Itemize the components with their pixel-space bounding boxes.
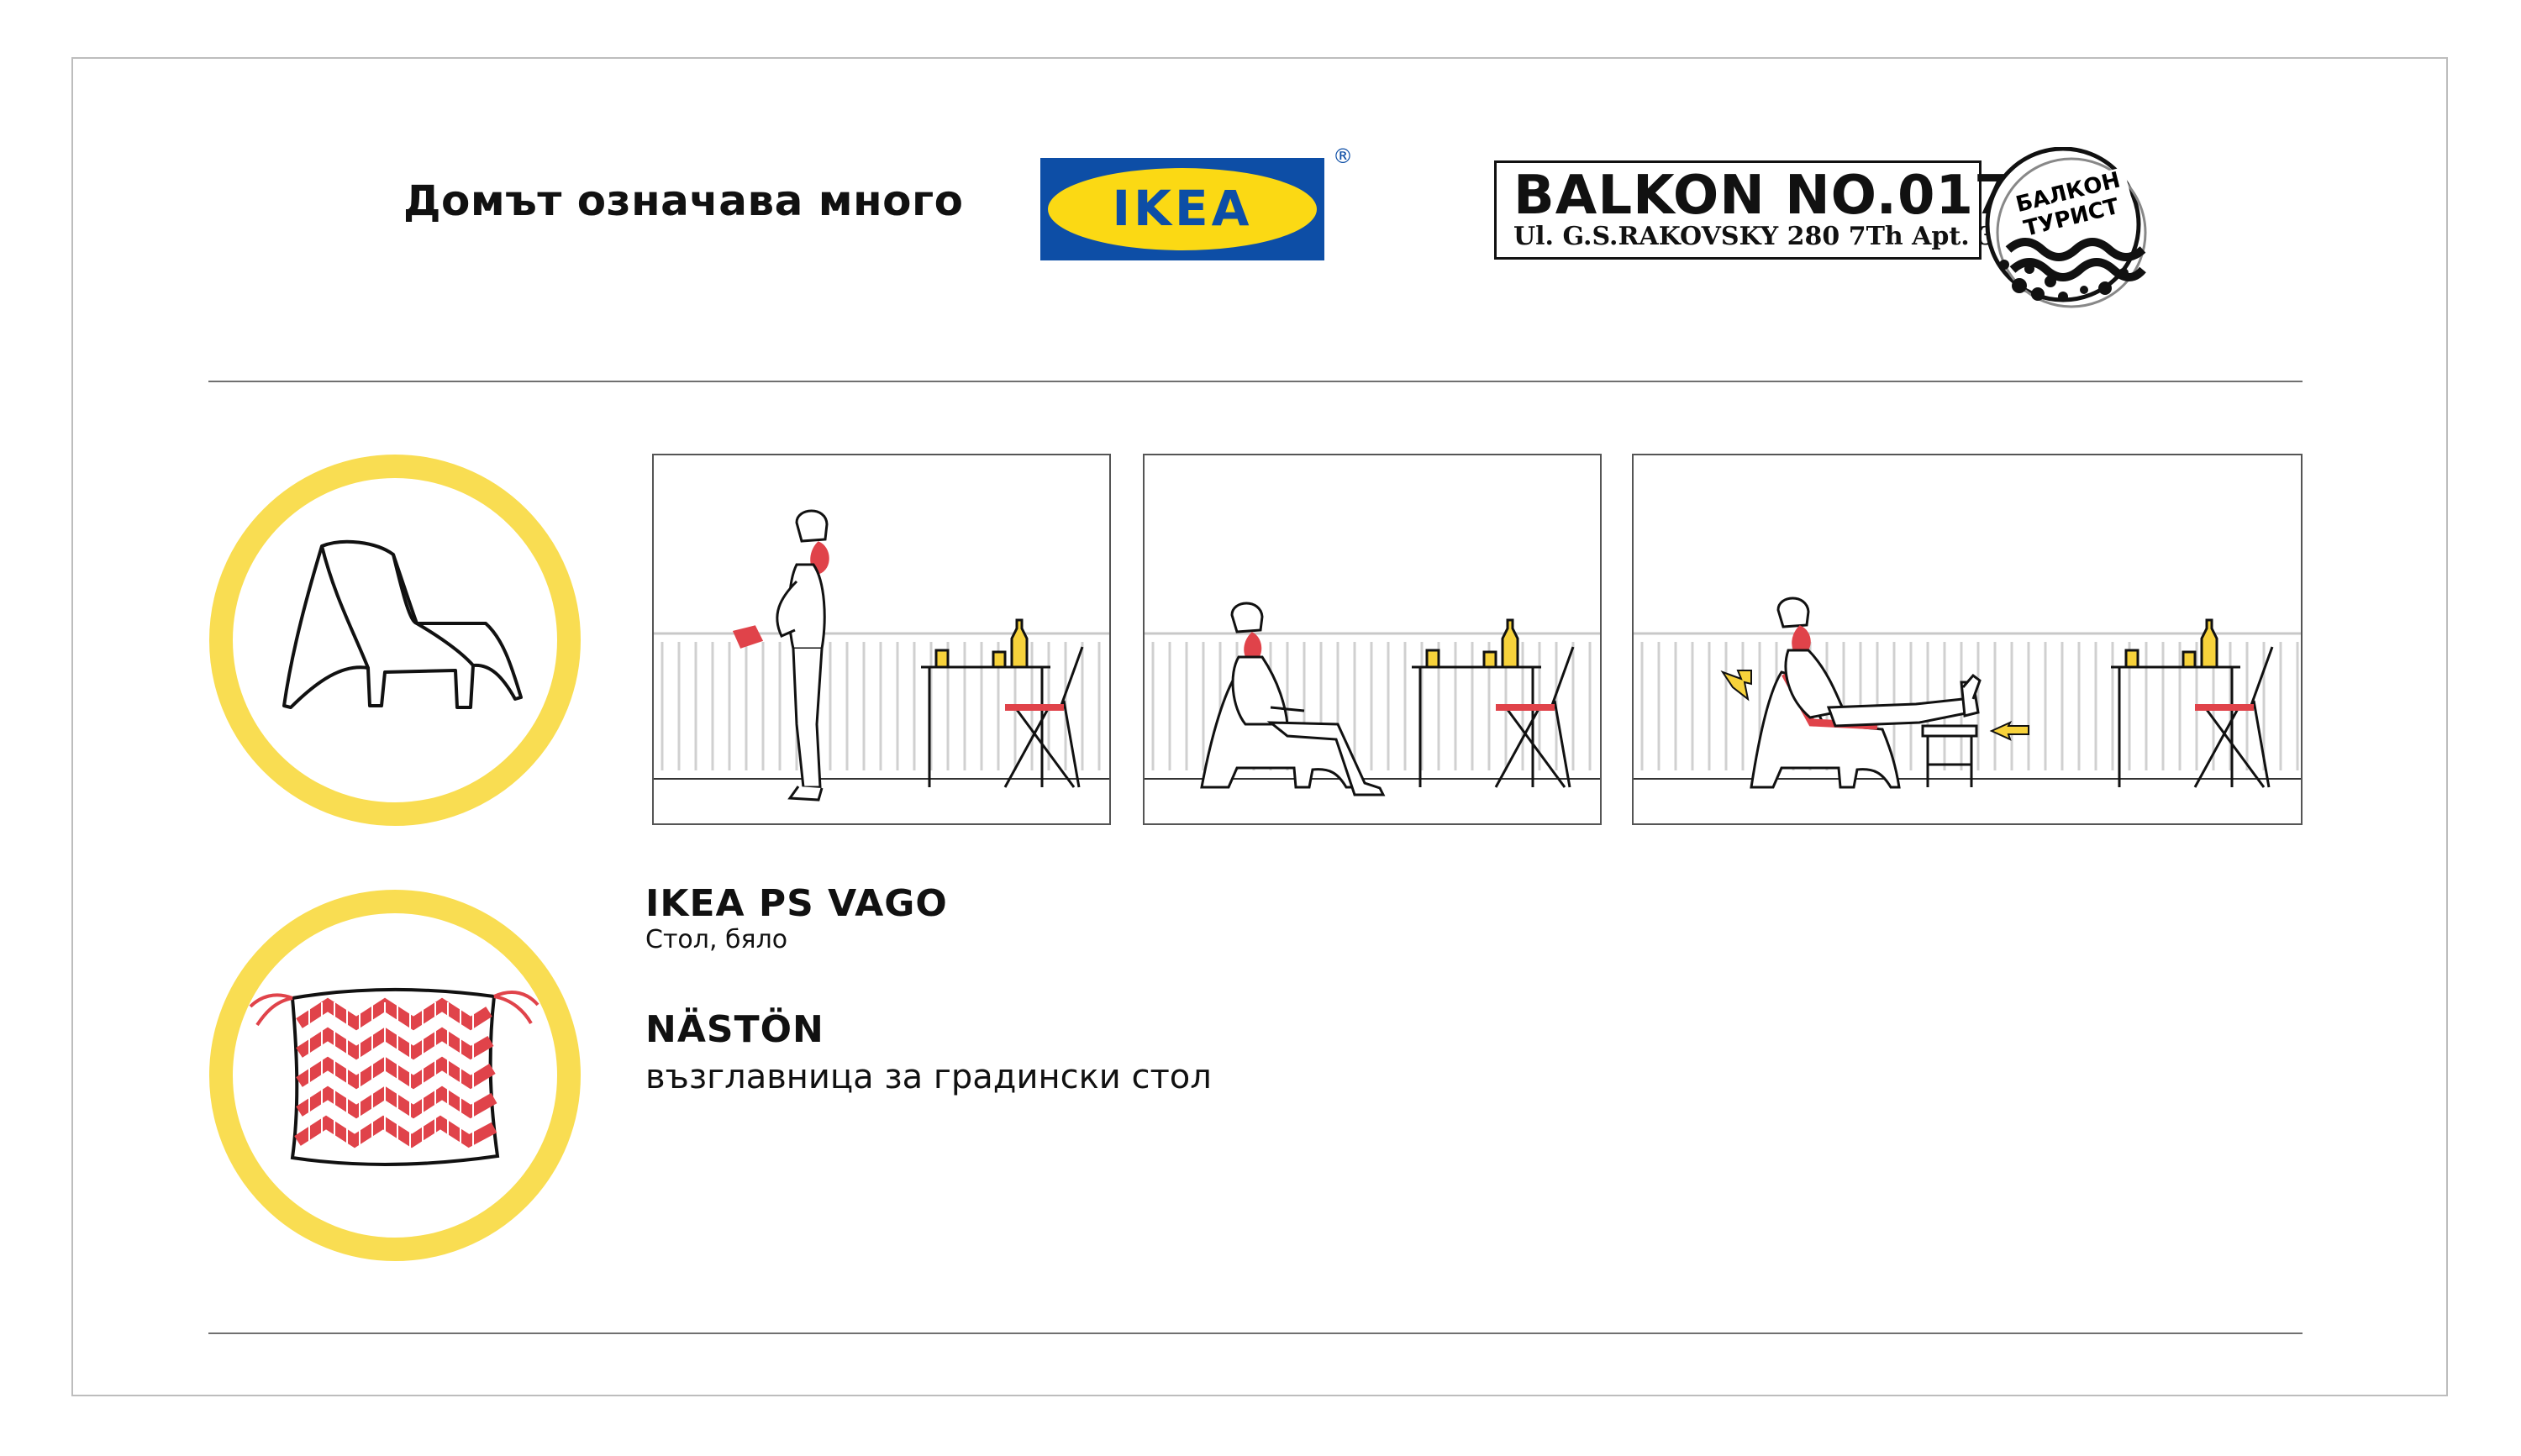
- chair-product-circle: [208, 454, 582, 827]
- arrow-icon: [1989, 720, 2029, 741]
- balkon-turist-seal: БАЛКОН ТУРИСТ: [1979, 146, 2160, 315]
- scene-panel-reclining: [1632, 454, 2303, 825]
- product-description: Стол, бяло: [645, 925, 788, 954]
- lounge-chair-icon: [282, 539, 523, 709]
- registered-mark: ®: [1333, 145, 1353, 168]
- scene-panel-sitting: [1143, 454, 1602, 825]
- page-frame: [71, 57, 2448, 1396]
- ikea-logo: IKEA ®: [1040, 145, 1353, 260]
- bottom-divider: [208, 1332, 2303, 1334]
- product-1-info: IKEA PS VAGO Стол, бяло: [645, 882, 948, 954]
- product-2-info: NÄSTÖN възглавница за градински стол: [645, 1008, 1212, 1096]
- scene-panel-standing: [652, 454, 1111, 825]
- ikea-logo-text: IKEA: [1112, 180, 1252, 237]
- stamp-title: BALKON NO.017: [1513, 165, 2013, 227]
- balkon-stamp: BALKON NO.017 Ul. G.S.RAKOVSKY 280 7Th A…: [1494, 160, 2012, 260]
- cushion-product-circle: [208, 889, 582, 1262]
- tagline: Домът означава много: [403, 176, 964, 225]
- product-name: IKEA PS VAGO: [645, 882, 948, 925]
- chevron-cushion-icon: [249, 987, 539, 1167]
- product-name: NÄSTÖN: [645, 1008, 824, 1051]
- product-description: възглавница за градински стол: [645, 1058, 1212, 1096]
- stamp-address: Ul. G.S.RAKOVSKY 280 7Th Apt. 3: [1513, 222, 1997, 251]
- top-divider: [208, 381, 2303, 382]
- arrow-icon: [1720, 670, 1752, 702]
